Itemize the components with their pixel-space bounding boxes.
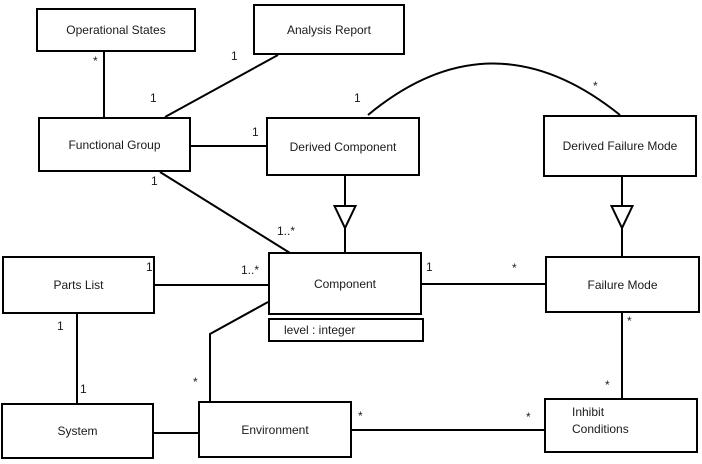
node-label: Parts List [53,278,104,292]
multiplicity-label: * [512,261,517,275]
multiplicity-label: 1 [57,319,64,333]
node-failure-mode[interactable]: Failure Mode [545,256,700,313]
multiplicity-label: 1 [146,260,153,274]
node-functional-group[interactable]: Functional Group [38,117,191,172]
multiplicity-label: 1 [354,91,361,105]
node-label: System [57,424,98,438]
node-label: Analysis Report [286,22,372,37]
node-derived-failure-mode[interactable]: Derived Failure Mode [543,115,697,177]
multiplicity-label: * [593,79,598,93]
multiplicity-label: 1 [80,382,87,396]
inheritance-triangle-icon [332,205,358,231]
node-label: Component [313,276,377,291]
multiplicity-label: * [193,375,198,389]
node-label: Operational States [66,23,166,37]
edge-environment-component [209,301,269,401]
node-component-attribute-compartment[interactable]: level : integer [268,318,424,342]
node-label: Failure Mode [587,277,658,292]
multiplicity-label: 1..* [241,263,260,277]
multiplicity-label: * [358,409,363,423]
node-inhibit-conditions[interactable]: Inhibit Conditions [544,398,698,453]
multiplicity-label: 1 [252,125,259,139]
multiplicity-label: 1 [151,174,158,188]
node-derived-component[interactable]: Derived Component [266,117,420,176]
edge-functional-group-component [159,171,291,254]
node-label: Inhibit Conditions [572,405,629,436]
multiplicity-label: * [93,54,98,68]
attribute-label: level : integer [284,323,356,337]
node-environment[interactable]: Environment [198,401,352,458]
multiplicity-label: 1 [426,260,433,274]
multiplicity-label: 1 [231,49,238,63]
node-label: Derived Component [289,139,397,154]
multiplicity-label: * [526,410,531,424]
edge-derived-component-derived-failure-mode-arc [367,62,621,116]
multiplicity-label: 1..* [277,224,296,238]
node-analysis-report[interactable]: Analysis Report [253,4,405,55]
multiplicity-label: 1 [150,91,157,105]
node-label: Functional Group [68,137,161,152]
edge-analysis-report-functional-group [164,54,279,118]
multiplicity-label: * [605,378,610,392]
node-component[interactable]: Component [268,252,422,315]
node-parts-list[interactable]: Parts List [2,256,155,314]
inheritance-triangle-icon [609,205,635,231]
node-system[interactable]: System [1,403,154,459]
multiplicity-label: * [627,314,632,328]
node-label: Derived Failure Mode [562,139,678,153]
node-operational-states[interactable]: Operational States [36,8,196,52]
node-label: Environment [241,422,309,437]
